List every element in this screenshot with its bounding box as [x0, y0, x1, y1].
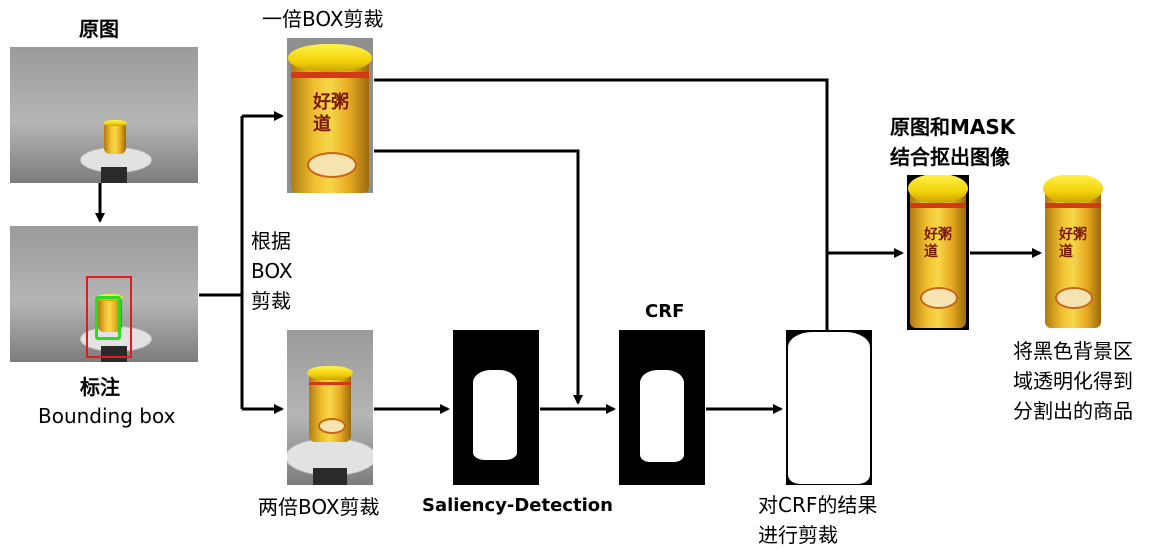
- mask-blob: [788, 332, 870, 484]
- combined-image: 好粥道: [907, 175, 969, 330]
- product-brand-text: 好粥道: [313, 92, 349, 135]
- label-crop-crf-result: 对CRF的结果 进行剪裁: [758, 493, 878, 547]
- product-can: [103, 120, 127, 154]
- saliency-map: [453, 330, 539, 485]
- label-combine-mask: 原图和MASK 结合抠出图像: [890, 115, 1016, 169]
- product-brand-text: 好粥道: [1059, 227, 1087, 260]
- product-can: 好粥道: [907, 175, 969, 328]
- crf-map: [619, 330, 705, 485]
- product-can: 好粥道: [287, 43, 373, 193]
- crf-cropped-mask: [786, 330, 872, 485]
- label-final-result: 将黑色背景区 域透明化得到 分割出的商品: [1013, 339, 1133, 423]
- label-crop-by-box: 根据 BOX 剪裁: [251, 229, 293, 313]
- turntable-pole: [101, 167, 127, 183]
- crop-2x-photo: [287, 330, 373, 485]
- line-crop1x-to-combine: [374, 78, 829, 253]
- turntable-pole: [313, 468, 347, 485]
- crf-blob: [640, 370, 684, 462]
- saliency-blob: [473, 370, 517, 460]
- annotated-photo: [10, 226, 198, 362]
- turntable-pole: [101, 346, 127, 362]
- bounding-box-red: [86, 276, 132, 358]
- final-product-image: 好粥道: [1042, 175, 1104, 330]
- label-annotate: 标注: [80, 375, 120, 399]
- label-saliency: Saliency-Detection: [422, 495, 613, 516]
- original-photo: [10, 47, 198, 183]
- label-crf: CRF: [645, 301, 685, 322]
- arrow-crop1x-to-crf: [374, 149, 583, 405]
- label-crop-1x: 一倍BOX剪裁: [262, 7, 384, 31]
- label-crop-2x: 两倍BOX剪裁: [258, 495, 380, 519]
- crop-1x-photo: 好粥道: [287, 38, 373, 193]
- label-bounding-box: Bounding box: [38, 404, 176, 428]
- bounding-box-green: [95, 296, 121, 340]
- product-can: 好粥道: [1042, 175, 1104, 328]
- product-brand-text: 好粥道: [924, 227, 952, 260]
- label-original: 原图: [79, 17, 119, 41]
- product-can: [307, 365, 353, 442]
